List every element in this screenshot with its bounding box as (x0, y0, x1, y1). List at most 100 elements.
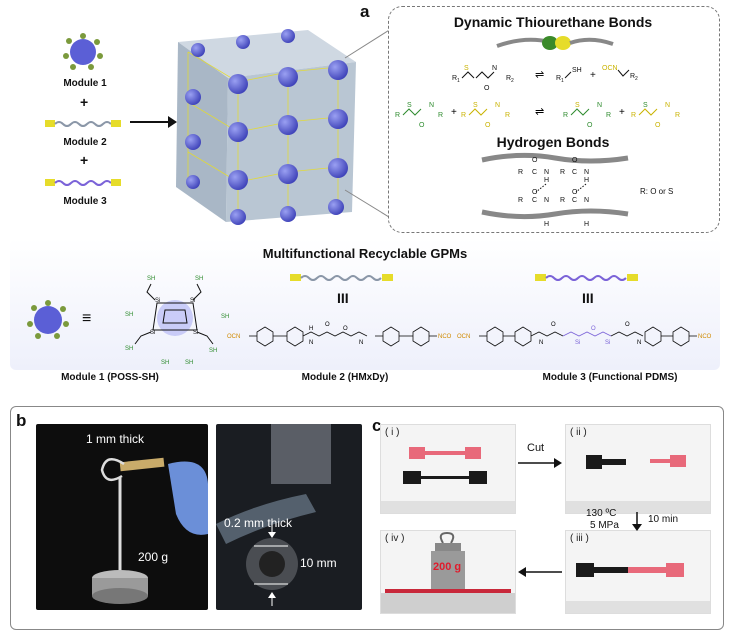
svg-text:C: C (572, 169, 577, 176)
svg-text:Si: Si (190, 298, 195, 304)
svg-text:1: 1 (457, 78, 460, 84)
dynamic-bonds-title: Dynamic Thiourethane Bonds (453, 14, 653, 30)
step-ii-label: ( ii ) (570, 427, 587, 438)
svg-text:2: 2 (635, 76, 638, 82)
svg-text:R: R (518, 197, 523, 204)
module2-caption: Module 2 (HMxDy) (301, 372, 389, 383)
hmxdy-structure: OCN NCO HN OON (227, 322, 452, 347)
pdms-triple-bar: III (582, 290, 594, 306)
svg-text:R: R (518, 169, 523, 176)
svg-text:N: N (492, 65, 497, 72)
svg-text:R: R (556, 75, 561, 82)
svg-text:R: R (452, 75, 457, 82)
photo-step-i: ( i ) (380, 424, 516, 514)
right-arrow-icon (130, 116, 177, 128)
lifted-weight-drawing (381, 531, 515, 613)
svg-text:O: O (532, 157, 538, 164)
svg-text:O: O (625, 322, 630, 328)
svg-text:R: R (461, 112, 466, 119)
svg-text:O: O (551, 322, 556, 328)
svg-text:+: + (619, 107, 625, 118)
network-cube-illustration (176, 29, 356, 225)
cut-samples-drawing (566, 455, 710, 513)
svg-text:NCO: NCO (698, 334, 712, 340)
svg-text:S: S (473, 102, 478, 109)
hbond-note: R: O or S (640, 187, 674, 196)
plus-sign-2: + (80, 152, 89, 168)
pdms-chain-icon (535, 274, 638, 281)
plus-sign-1: + (80, 94, 89, 110)
step-iv-label: ( iv ) (385, 533, 405, 544)
pressure-label: 5 MPa (590, 520, 619, 531)
svg-text:O: O (343, 326, 348, 332)
intact-samples-drawing (381, 447, 515, 513)
svg-text:R: R (506, 75, 511, 82)
svg-text:2: 2 (511, 78, 514, 84)
svg-text:N: N (429, 102, 434, 109)
photo-step-iv: ( iv ) 200 g (380, 530, 516, 614)
svg-text:SH: SH (195, 276, 203, 282)
svg-text:SH: SH (221, 314, 229, 320)
svg-text:SH: SH (147, 276, 155, 282)
gpm-section-background (10, 238, 720, 370)
module1-label: Module 1 (63, 78, 107, 89)
thickness-label-1: 1 mm thick (86, 432, 145, 446)
svg-text:O: O (591, 326, 596, 332)
svg-text:S: S (464, 65, 469, 72)
hmxdy-triple-bar: III (337, 290, 349, 306)
left-arrow-icon (518, 567, 562, 577)
svg-text:N: N (637, 340, 641, 346)
photo-rolled-film: 0.2 mm thick 10 mm (216, 424, 362, 610)
hanging-weight-drawing (92, 457, 208, 604)
time-label: 10 min (648, 514, 679, 525)
svg-text:N: N (597, 102, 602, 109)
photo-step-ii: ( ii ) (565, 424, 711, 514)
svg-text:O: O (325, 322, 330, 328)
svg-text:R: R (630, 73, 635, 80)
svg-text:SH: SH (185, 360, 193, 366)
svg-text:N: N (544, 197, 549, 204)
svg-text:R: R (505, 112, 510, 119)
svg-text:C: C (572, 197, 577, 204)
svg-text:S: S (407, 102, 412, 109)
svg-text:N: N (309, 340, 313, 346)
module2-chain-icon (45, 120, 121, 127)
svg-text:O: O (655, 122, 661, 129)
svg-text:N: N (665, 102, 670, 109)
svg-text:R: R (631, 112, 636, 119)
photo-step-iii: ( iii ) (565, 530, 711, 614)
module3-chain-icon (45, 179, 121, 186)
svg-text:SH: SH (125, 312, 133, 318)
temperature-label: 130 ºC (586, 508, 617, 519)
svg-text:Si: Si (605, 340, 610, 346)
svg-text:R: R (438, 112, 443, 119)
svg-text:SH: SH (572, 67, 582, 74)
svg-text:H: H (544, 177, 549, 184)
svg-text:S: S (643, 102, 648, 109)
cut-label: Cut (527, 442, 545, 454)
module2-label: Module 2 (63, 137, 107, 148)
cut-arrow-icon (518, 458, 562, 468)
svg-text:N: N (495, 102, 500, 109)
healed-sample-drawing (566, 563, 710, 613)
svg-text:SH: SH (209, 348, 217, 354)
panel-a-letter: a (360, 2, 370, 21)
mass-label: 200 g (138, 550, 169, 564)
poss-sphere-icon (27, 300, 69, 339)
svg-text:R: R (560, 169, 565, 176)
svg-text:O: O (572, 157, 578, 164)
svg-text:R: R (395, 112, 400, 119)
svg-text:NCO: NCO (438, 334, 452, 340)
svg-text:+: + (451, 107, 457, 118)
svg-text:SH: SH (161, 360, 169, 366)
module3-label: Module 3 (63, 196, 107, 207)
svg-text:⇌: ⇌ (535, 69, 544, 81)
panel-bc-frame (10, 406, 724, 630)
svg-text:N: N (584, 197, 589, 204)
svg-text:N: N (539, 340, 543, 346)
svg-text:C: C (532, 197, 537, 204)
svg-text:H: H (584, 177, 589, 184)
